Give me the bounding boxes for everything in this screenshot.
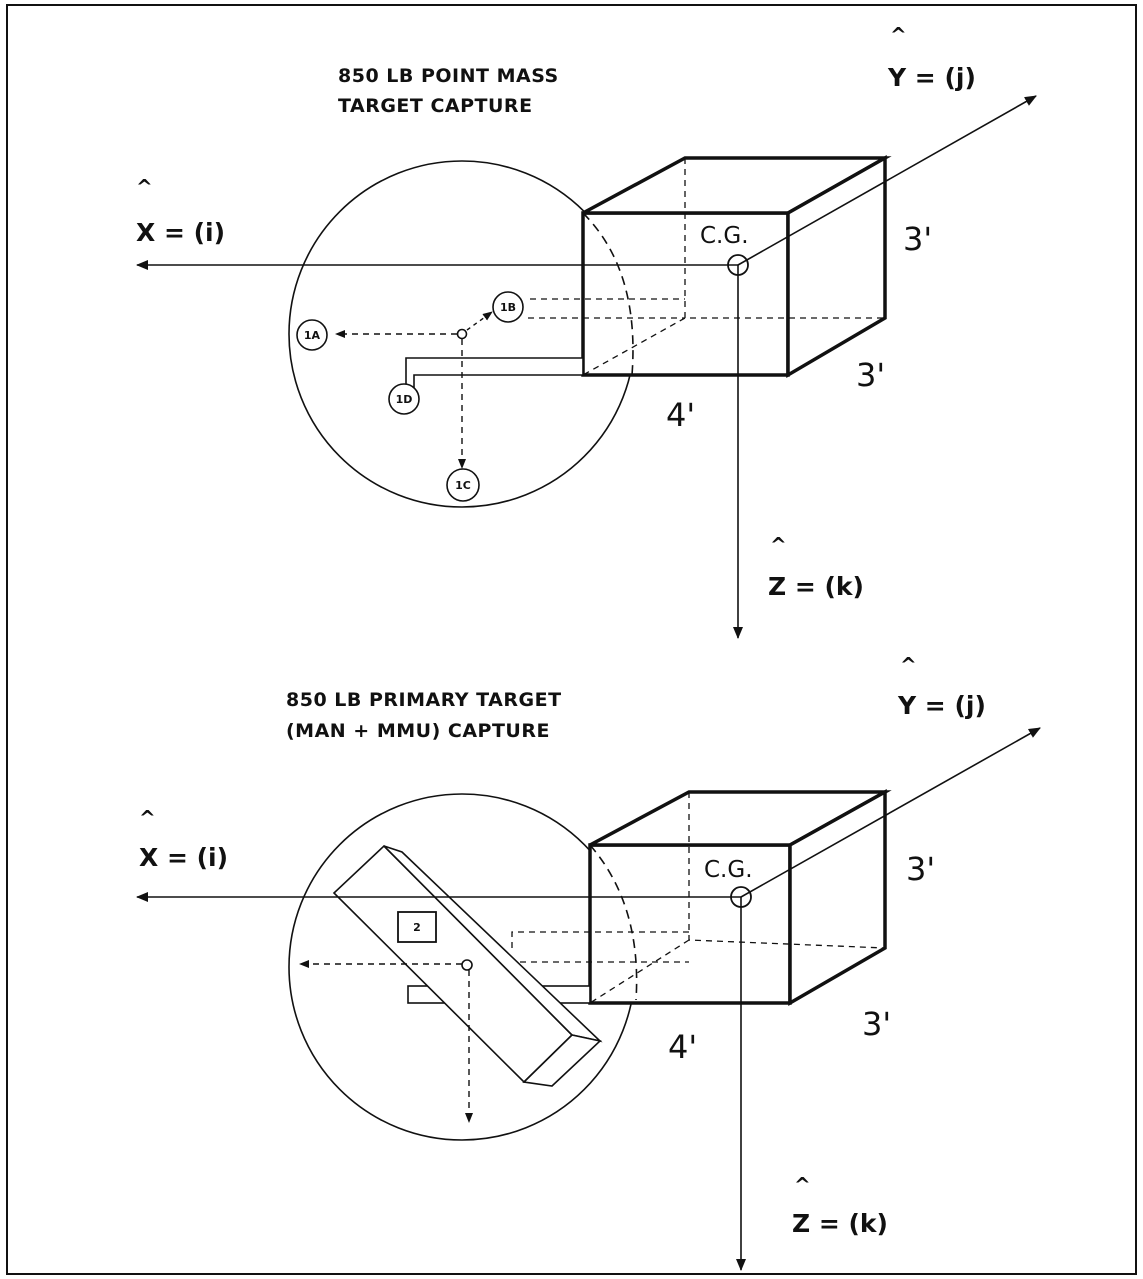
top-dim-depth: 3' <box>856 356 885 394</box>
top-box <box>581 154 892 379</box>
top-cg-label: C.G. <box>700 223 749 249</box>
bottom-y-axis <box>740 727 1041 898</box>
top-title-line2: TARGET CAPTURE <box>338 95 533 117</box>
svg-text:1C: 1C <box>455 479 471 492</box>
top-offset-1b <box>466 311 493 331</box>
top-z-hat: ^ <box>770 533 787 557</box>
top-dim-height: 3' <box>903 220 932 258</box>
bottom-x-hat: ^ <box>139 806 156 830</box>
top-y-hat: ^ <box>890 23 907 47</box>
svg-text:2: 2 <box>413 921 421 934</box>
top-dim-width: 4' <box>666 396 695 434</box>
bottom-y-label: Y = (j) <box>897 691 986 720</box>
top-title-line1: 850 LB POINT MASS <box>338 65 559 87</box>
primary-target-diagram: 850 LB PRIMARY TARGET (MAN + MMU) CAPTUR… <box>136 653 1041 1271</box>
bottom-x-label: X = (i) <box>139 843 228 872</box>
svg-text:1D: 1D <box>396 393 413 406</box>
bottom-cg-marker <box>730 886 752 908</box>
man-mmu-target <box>332 844 603 1087</box>
top-x-hat: ^ <box>136 175 153 199</box>
top-grapple-point <box>456 328 468 340</box>
top-capture-arm <box>405 357 584 393</box>
top-cg-marker <box>727 254 749 276</box>
top-z-label: Z = (k) <box>768 572 864 601</box>
point-marker-1a: 1A <box>296 319 328 351</box>
bottom-dim-height: 3' <box>906 850 935 888</box>
point-marker-1d: 1D <box>388 383 420 415</box>
point-marker-1c: 1C <box>446 468 480 502</box>
top-y-label: Y = (j) <box>887 63 976 92</box>
point-marker-1b: 1B <box>492 291 524 323</box>
figure-frame <box>6 4 1137 1275</box>
bottom-z-hat: ^ <box>794 1173 811 1197</box>
bottom-title-line2: (MAN + MMU) CAPTURE <box>286 720 550 742</box>
bottom-dim-depth: 3' <box>862 1005 891 1043</box>
svg-text:1B: 1B <box>500 301 516 314</box>
top-x-label: X = (i) <box>136 218 225 247</box>
bottom-dim-width: 4' <box>668 1028 697 1066</box>
bottom-grapple-point <box>461 959 473 971</box>
target-label-box: 2 <box>397 911 437 943</box>
bottom-y-hat: ^ <box>900 653 917 677</box>
bottom-cg-label: C.G. <box>704 857 753 883</box>
point-mass-diagram: 850 LB POINT MASS TARGET CAPTURE 1A <box>136 23 1037 639</box>
bottom-z-label: Z = (k) <box>792 1209 888 1238</box>
bottom-title-line1: 850 LB PRIMARY TARGET <box>286 689 562 711</box>
top-y-axis <box>737 95 1037 266</box>
svg-text:1A: 1A <box>304 329 321 342</box>
bottom-box <box>588 789 892 1007</box>
